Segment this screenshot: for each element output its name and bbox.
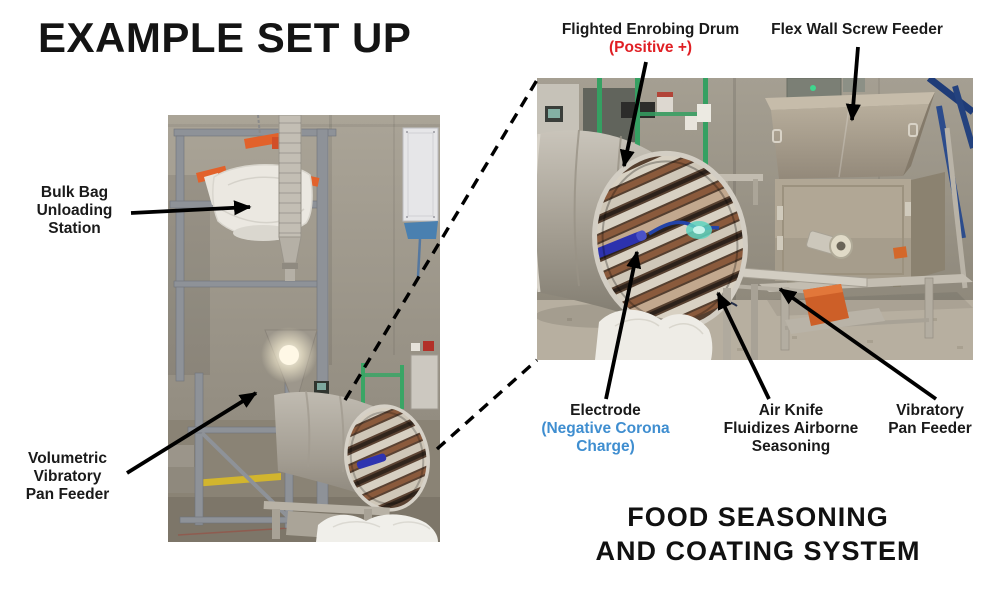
screw-feeder-hopper [765, 92, 935, 179]
label-line-positive-charge: (Positive +) [608, 39, 693, 56]
label-line: Station [48, 220, 101, 237]
label-flex-wall-feeder: Flex Wall Screw Feeder [752, 21, 962, 39]
label-line: Flighted Enrobing Drum [561, 21, 740, 38]
label-line: Vibratory [896, 402, 964, 419]
electrode-rod [584, 230, 647, 262]
label-line: Fluidizes Airborne [723, 420, 859, 437]
blue-chute [404, 221, 438, 239]
label-line: Pan Feeder [888, 420, 972, 437]
system-title-line: AND COATING SYSTEM [595, 536, 921, 566]
blue-frame [926, 78, 973, 115]
label-bulk-bag-station: Bulk Bag Unloading Station [22, 184, 127, 238]
work-light [261, 327, 317, 383]
green-pole [597, 78, 602, 174]
label-electrode: Electrode (Negative Corona Charge) [528, 402, 683, 456]
label-volumetric-feeder: Volumetric Vibratory Pan Feeder [15, 450, 120, 504]
left-photo-bulk-bag-station [168, 115, 440, 542]
page-title: EXAMPLE SET UP [38, 14, 412, 61]
label-line-negative-charge: (Negative Corona [541, 420, 670, 437]
label-line: Vibratory [33, 468, 102, 485]
label-line: Unloading [36, 202, 113, 219]
red-sign [423, 341, 434, 351]
system-title: FOOD SEASONING AND COATING SYSTEM [586, 500, 930, 568]
label-line: Pan Feeder [25, 486, 110, 503]
label-line: Bulk Bag [40, 184, 109, 201]
label-line: Volumetric [28, 450, 107, 467]
label-vibratory-feeder: Vibratory Pan Feeder [862, 402, 998, 438]
system-title-line: FOOD SEASONING [627, 502, 889, 532]
right-photo-illustration [537, 78, 973, 360]
electrode-rod-small [356, 453, 387, 469]
callout-dashed-line-bottom [435, 358, 539, 451]
label-line: Air Knife [758, 402, 824, 419]
label-flighted-drum: Flighted Enrobing Drum (Positive +) [548, 21, 753, 57]
flex-screw-tube [278, 115, 302, 281]
feeder-outlet-tube [806, 230, 853, 259]
label-air-knife: Air Knife Fluidizes Airborne Seasoning [712, 402, 870, 456]
screw-feeder-box [775, 172, 945, 287]
label-line-negative-charge: Charge) [576, 438, 635, 455]
label-line: Flex Wall Screw Feeder [771, 21, 943, 38]
right-photo-drum-closeup [537, 78, 973, 360]
label-line: Electrode [570, 402, 641, 419]
white-bag-floor [316, 514, 438, 542]
green-pole [703, 78, 708, 168]
left-photo-illustration [168, 115, 440, 542]
orange-sticker [893, 246, 908, 259]
label-line: Seasoning [751, 438, 831, 455]
